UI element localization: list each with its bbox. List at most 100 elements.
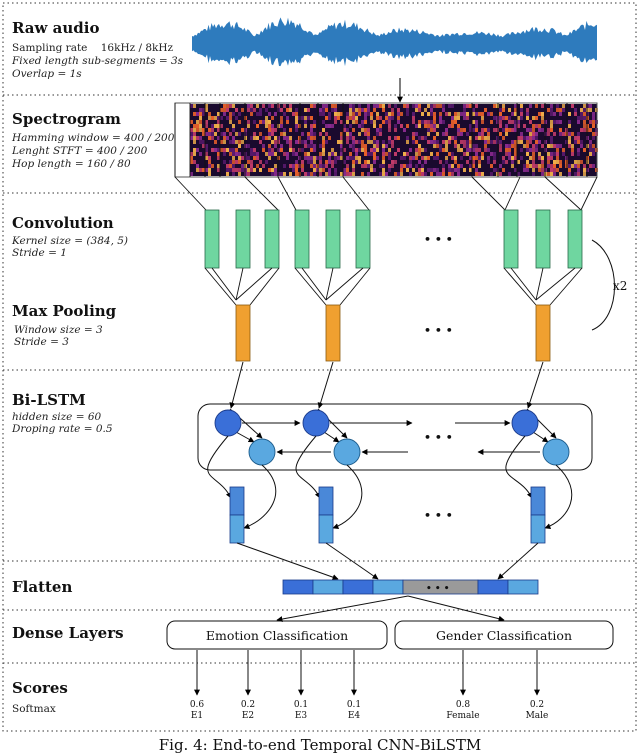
spectrogram-cell-622 — [400, 112, 403, 116]
spectrogram-cell-335 — [307, 116, 310, 120]
spectrogram-cell-894 — [493, 160, 496, 164]
spectrogram-cell-1081 — [556, 104, 559, 108]
spectrogram-cell-317 — [298, 172, 301, 176]
spectrogram-cell-501 — [358, 156, 361, 160]
spectrogram-cell-954 — [514, 140, 517, 144]
spectrogram-cell-169 — [247, 104, 250, 108]
spectrogram-cell-430 — [337, 140, 340, 144]
spectrogram-cell-177 — [247, 172, 250, 176]
spectrogram-cell-1123 — [571, 148, 574, 152]
spectrogram-cell-737 — [439, 148, 442, 152]
spectrogram-cell-639 — [406, 152, 409, 156]
spectrogram-cell-138 — [235, 140, 238, 144]
spectrogram-cell-2 — [190, 128, 193, 132]
spectrogram-cell-1135 — [577, 132, 580, 136]
spectrogram-cell-1108 — [565, 160, 568, 164]
conv-to-pool-line-1-1 — [325, 267, 334, 301]
spectrogram-cell-665 — [415, 172, 418, 176]
spectrogram-cell-429 — [337, 116, 340, 120]
spectrogram-cell-530 — [367, 152, 370, 156]
spectrogram-cell-388 — [322, 144, 325, 148]
spectrogram-cell-1142 — [577, 168, 580, 172]
spectrogram-cell-11 — [193, 124, 196, 128]
spectrogram-cell-706 — [430, 124, 433, 128]
spectrogram-cell-59 — [208, 156, 211, 160]
spectrogram-cell-607 — [391, 164, 394, 168]
spectrogram-cell-1115 — [568, 140, 571, 144]
spectrogram-cell-968 — [520, 108, 523, 112]
spectrogram-cell-1078 — [553, 164, 556, 168]
spectrogram-cell-1140 — [577, 160, 580, 164]
spectrogram-cell-722 — [433, 168, 436, 172]
spectrogram-cell-545 — [373, 124, 376, 128]
spectrogram-cell-841 — [475, 120, 478, 124]
spectrogram-cell-358 — [313, 124, 316, 128]
spectrogram-cell-1077 — [553, 160, 556, 164]
spectrogram-cell-269 — [283, 104, 286, 108]
spectrogram-cell-845 — [475, 144, 478, 148]
spectrogram-cell-191 — [253, 148, 256, 152]
spectrogram-cell-37 — [202, 108, 205, 112]
spectrogram-cell-564 — [379, 116, 382, 120]
spectrogram-cell-575 — [382, 148, 385, 152]
spectrogram-cell-587 — [385, 172, 388, 176]
spectrogram-cell-556 — [376, 116, 379, 120]
spectrogram-cell-789 — [457, 132, 460, 136]
spectrogram-cell-410 — [328, 172, 331, 176]
spectrogram-cell-273 — [283, 136, 286, 140]
spectrogram-cell-1029 — [538, 156, 541, 160]
bilstm-dropout-rate: Droping rate = 0.5 — [11, 423, 113, 435]
spectrogram-cell-174 — [247, 156, 250, 160]
spectrogram-cell-948 — [514, 104, 517, 108]
spectrogram-cell-690 — [424, 156, 427, 160]
spectrogram-cell-928 — [505, 148, 508, 152]
spectrogram-cell-168 — [244, 172, 247, 176]
spectrogram-cell-1058 — [550, 104, 553, 108]
spectrogram-cell-939 — [508, 172, 511, 176]
spectrogram-cell-721 — [433, 156, 436, 160]
spectrogram-cell-1071 — [550, 172, 553, 176]
spectrogram-cell-1007 — [532, 144, 535, 148]
raw-audio-title: Raw audio — [12, 19, 99, 37]
spectrogram-cell-1163 — [586, 108, 589, 112]
spectrogram-cell-284 — [289, 104, 292, 108]
spectrogram-cell-378 — [319, 164, 322, 168]
spectrogram-cell-1165 — [586, 116, 589, 120]
spectrogram-cell-13 — [193, 132, 196, 136]
spectrogram-cell-600 — [388, 168, 391, 172]
spectrogram-cell-194 — [253, 168, 256, 172]
spectrogram-cell-457 — [346, 168, 349, 172]
spectrogram-cell-1 — [190, 120, 193, 124]
spectrogram-cell-86 — [217, 168, 220, 172]
spectrogram-cell-344 — [310, 116, 313, 120]
spectrogram-cell-961 — [517, 120, 520, 124]
spectrogram-cell-891 — [493, 140, 496, 144]
pool-ellipsis: • • • — [424, 324, 453, 337]
spectrogram-cell-268 — [280, 172, 283, 176]
spectrogram-cell-73 — [214, 132, 217, 136]
spectrogram-cell-525 — [367, 112, 370, 116]
spectrogram-cell-984 — [526, 128, 529, 132]
spectrogram-cell-126 — [232, 136, 235, 140]
spectrogram-cell-371 — [319, 108, 322, 112]
spectrogram-cell-65 — [211, 124, 214, 128]
spectrogram-cell-55 — [208, 116, 211, 120]
conv-filter-1-1 — [325, 209, 341, 269]
spectrogram-cell-786 — [457, 116, 460, 120]
spectrogram-cell-283 — [286, 156, 289, 160]
spectrogram-cell-756 — [445, 160, 448, 164]
spectrogram-cell-243 — [271, 172, 274, 176]
spectrogram-cell-778 — [454, 120, 457, 124]
spectrogram-cell-1051 — [547, 132, 550, 136]
spectrogram-cell-1087 — [556, 156, 559, 160]
spectrogram-cell-667 — [418, 108, 421, 112]
spectrogram-cell-265 — [280, 132, 283, 136]
spectrogram-cell-67 — [211, 132, 214, 136]
spectrogram-cell-407 — [328, 156, 331, 160]
spectrogram-cell-645 — [409, 164, 412, 168]
spectrogram-cell-258 — [277, 148, 280, 152]
spectrogram-cell-705 — [430, 120, 433, 124]
spectrogram-cell-606 — [391, 160, 394, 164]
spectrogram-cell-413 — [331, 124, 334, 128]
spectrogram-cell-1001 — [529, 164, 532, 168]
